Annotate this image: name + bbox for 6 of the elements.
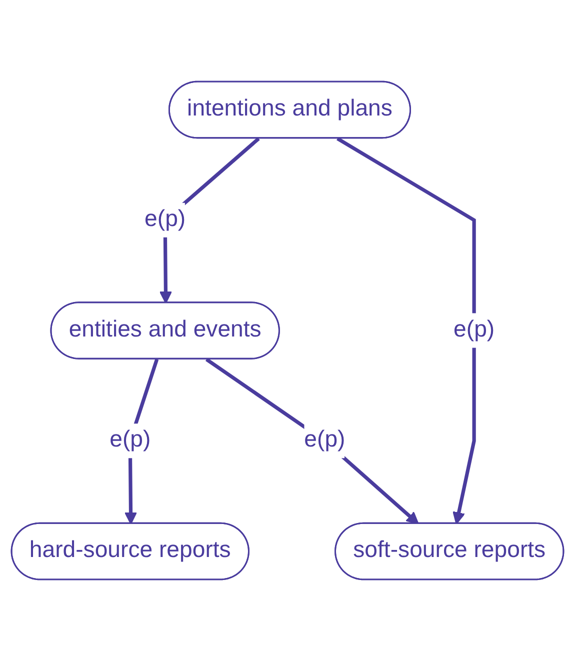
arrow xyxy=(336,137,476,524)
edge-label: e(p) xyxy=(454,318,495,342)
arrow xyxy=(205,358,419,524)
edge-label: e(p) xyxy=(144,207,186,232)
edge-label: e(p) xyxy=(304,428,346,452)
edge-label: e(p) xyxy=(110,428,151,452)
